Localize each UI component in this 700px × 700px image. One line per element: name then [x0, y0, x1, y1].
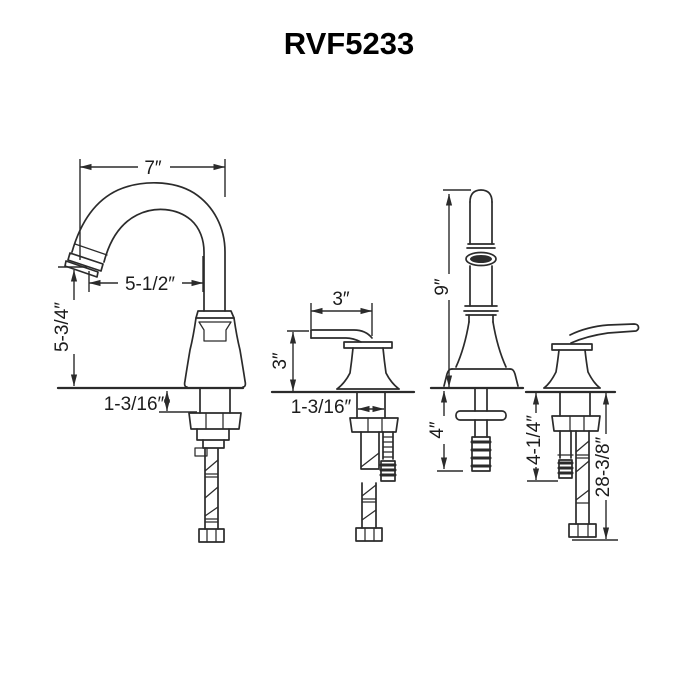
dim-label-overall-height: 9″ [432, 278, 453, 296]
spout-front-view: 9″ 4″ [427, 189, 525, 472]
spout-outlet [470, 255, 492, 263]
dimension-spout-height: 5-3/4″ [52, 266, 87, 387]
handle-side-view: 4-1/4″ 28-3/8″ [524, 323, 640, 541]
washer [455, 410, 507, 421]
dimension-below-deck: 4″ [427, 390, 463, 472]
dimension-overall-width: 7″ [79, 158, 226, 260]
spout-outline [71, 182, 226, 312]
dimension-overall-height: 9″ [432, 189, 471, 388]
dim-label-hose-length: 28-3/8″ [593, 436, 614, 497]
dim-label-handle-height: 3″ [270, 352, 291, 370]
handle-lever [569, 323, 640, 344]
dim-label-overall-width: 7″ [144, 158, 162, 179]
dimension-handle-width: 3″ [310, 289, 373, 336]
shank-and-hose [188, 387, 242, 543]
dim-label-spout-reach: 5-1/2″ [125, 274, 175, 295]
dim-label-below-deck: 4″ [427, 421, 448, 439]
valve-and-hose [551, 391, 601, 538]
handle-body [543, 343, 601, 389]
spout-body [183, 310, 247, 388]
valve-and-hose [349, 391, 399, 542]
dimension-shank-diameter: 1-3/16″ [291, 397, 385, 418]
mounting-nut [551, 415, 601, 432]
hose-nut [568, 523, 597, 538]
dimension-spout-reach: 5-1/2″ [88, 256, 204, 295]
dimension-deck-thickness: 1-3/16″ [104, 390, 197, 415]
supply-hose [575, 430, 590, 525]
mounting-nut [349, 417, 399, 433]
dimension-hose-length: 28-3/8″ [572, 392, 618, 541]
handle-body [336, 341, 400, 390]
dim-label-handle-width: 3″ [332, 289, 350, 310]
spout-column [443, 189, 519, 387]
threaded-shank [455, 387, 507, 472]
handle-front-view: 3″ 3″ 1-3/16″ [270, 289, 416, 542]
dim-label-below-deck: 4-1/4″ [524, 415, 545, 465]
dim-label-shank-diameter: 1-3/16″ [291, 397, 352, 418]
mounting-nut [188, 412, 242, 430]
dim-label-spout-height: 5-3/4″ [52, 302, 73, 352]
dim-label-deck-thickness: 1-3/16″ [104, 394, 165, 415]
page-title: RVF5233 [284, 26, 414, 61]
hose-nut [355, 527, 383, 542]
handle-lever [310, 329, 373, 343]
aerator-tip [64, 243, 108, 278]
hose-nut [198, 528, 225, 543]
dimension-below-deck: 4-1/4″ [524, 392, 558, 482]
dimension-handle-height: 3″ [270, 330, 309, 392]
spout-outline-inner [103, 208, 205, 312]
spout-side-view: 7″ 5-1/2″ 5-3/4″ 1-3/16″ [52, 158, 247, 543]
